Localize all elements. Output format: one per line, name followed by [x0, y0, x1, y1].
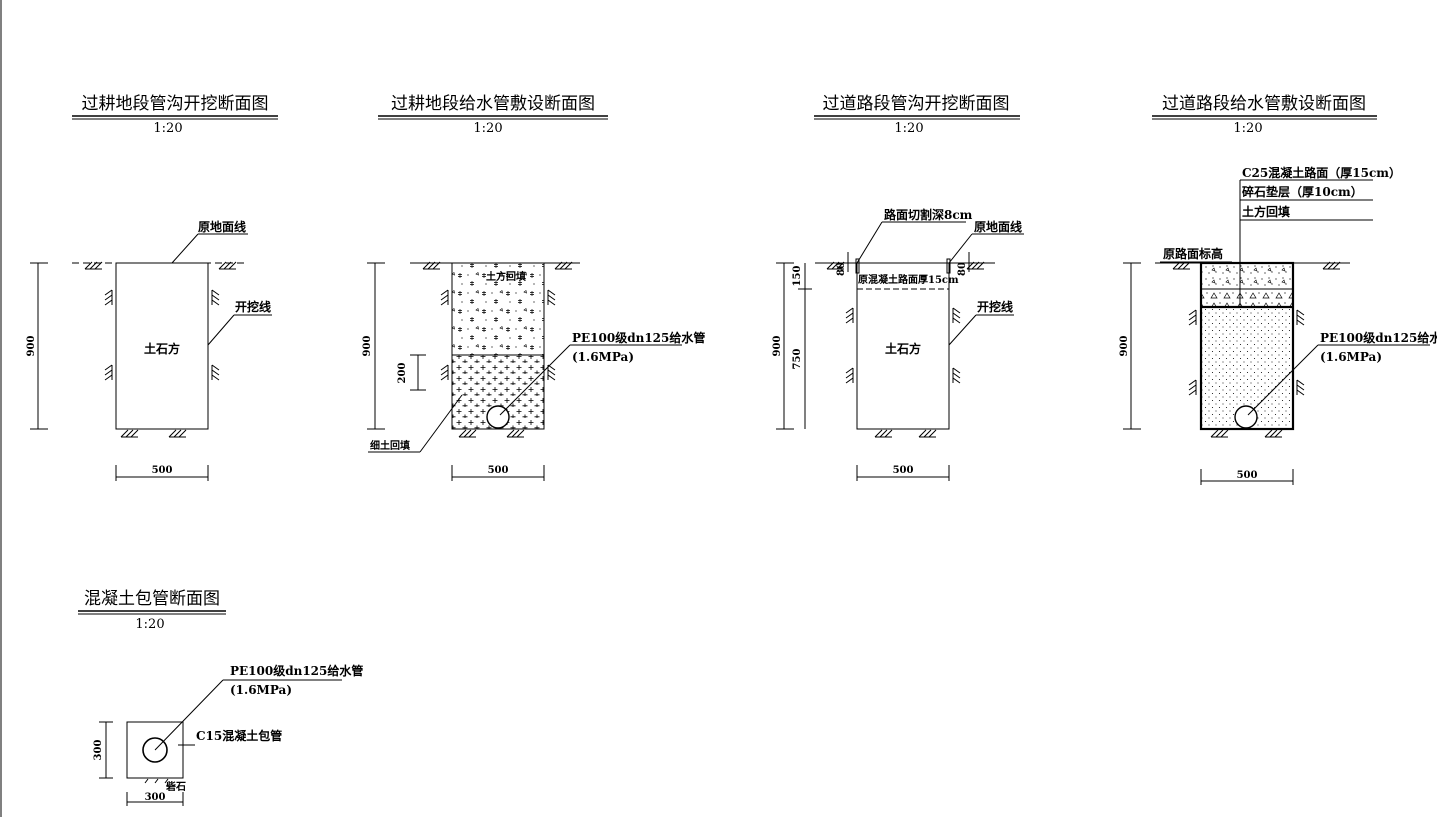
section-farmland-trench: 过耕地段管沟开挖断面图 1:20 土石方 原地面线 开挖线 900 500 [26, 94, 278, 481]
dim-width-300: 300 [145, 792, 166, 803]
section-scale: 1:20 [473, 121, 502, 136]
dim-height-150: 150 [792, 266, 803, 287]
earth-backfill-label: 土方回填 [486, 270, 526, 283]
dim-width-500: 500 [152, 465, 173, 476]
orig-pavement-label: 原混凝土路面厚15cm [858, 273, 959, 286]
pressure-label: (1.6MPa) [1320, 350, 1382, 364]
section-title: 过耕地段给水管敷设断面图 [391, 94, 595, 114]
earth-rock-label: 土石方 [885, 341, 921, 356]
section-concrete-wrap: 混凝土包管断面图 1:20 PE100级dn125给水管 (1.6MPa) C1… [78, 589, 363, 806]
fine-backfill-label: 细土回填 [370, 439, 410, 452]
backfill-label: 土方回填 [1242, 204, 1290, 219]
dim-height-900: 900 [362, 336, 373, 357]
dim-width-500: 500 [488, 465, 509, 476]
section-road-pipe: 过道路段给水管敷设断面图 1:20 C25混凝土路面（厚15cm） 碎石垫层（厚… [1119, 94, 1437, 485]
dim-width-500: 500 [1237, 470, 1258, 481]
trench-outline [856, 262, 950, 430]
section-title: 过道路段管沟开挖断面图 [823, 94, 1010, 114]
section-title: 过道路段给水管敷设断面图 [1162, 94, 1366, 114]
dim-cut-80-left: 80 [836, 262, 847, 276]
dim-height-300: 300 [93, 740, 104, 761]
dim-height-900: 900 [26, 336, 37, 357]
section-farmland-pipe: 过耕地段给水管敷设断面图 1:20 土方回填 PE100级dn125给水管 (1… [362, 94, 705, 481]
stone-label: 砦石 [166, 780, 186, 793]
trench-outline [451, 262, 545, 430]
gravel-label: 碎石垫层（厚10cm） [1242, 184, 1363, 199]
dim-cut-80-right: 80 [957, 262, 968, 276]
section-scale: 1:20 [894, 121, 923, 136]
c25-surface-label: C25混凝土路面（厚15cm） [1242, 165, 1401, 180]
section-title: 过耕地段管沟开挖断面图 [82, 94, 269, 114]
ground-line-label: 原地面线 [198, 219, 246, 234]
dim-width-500: 500 [893, 465, 914, 476]
dim-height-900: 900 [1119, 336, 1130, 357]
road-elev-label: 原路面标高 [1163, 246, 1223, 261]
dim-height-900: 900 [772, 336, 783, 357]
concrete-block [126, 721, 184, 779]
section-scale: 1:20 [153, 121, 182, 136]
section-scale: 1:20 [1233, 121, 1262, 136]
trench-outline [115, 262, 209, 430]
pressure-label: (1.6MPa) [230, 683, 292, 697]
pipe-label: PE100级dn125给水管 [1320, 330, 1437, 345]
pressure-label: (1.6MPa) [572, 350, 634, 364]
dim-height-200: 200 [397, 363, 408, 384]
earth-rock-label: 土石方 [144, 341, 180, 356]
section-road-trench: 过道路段管沟开挖断面图 1:20 土石方 原混凝土路面厚15cm 路面切割深8c… [772, 94, 1024, 481]
section-scale: 1:20 [135, 617, 164, 632]
pipe-label: PE100级dn125给水管 [230, 663, 363, 678]
ground-line-label: 原地面线 [974, 219, 1022, 234]
cut-depth-label: 路面切割深8cm [884, 207, 973, 222]
excavation-line-label: 开挖线 [235, 299, 271, 314]
dim-height-750: 750 [792, 349, 803, 370]
trench-outline [1199, 261, 1295, 431]
section-title: 混凝土包管断面图 [84, 589, 220, 609]
excavation-line-label: 开挖线 [977, 299, 1013, 314]
pipe-label: PE100级dn125给水管 [572, 330, 705, 345]
c15-wrap-label: C15混凝土包管 [196, 728, 282, 743]
